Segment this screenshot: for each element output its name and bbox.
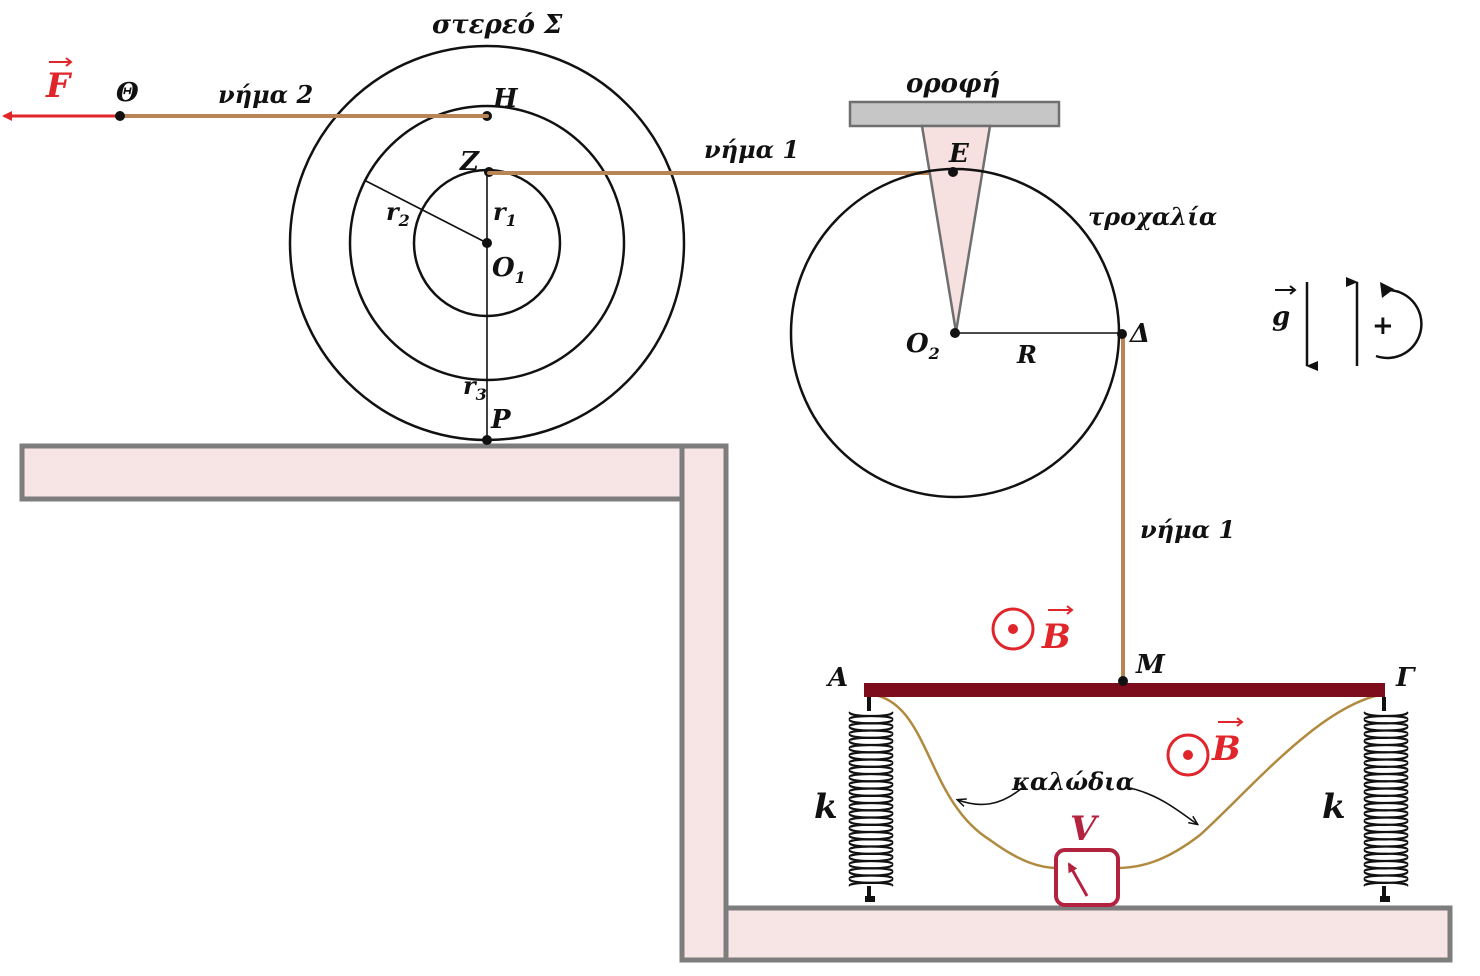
point-theta-dot xyxy=(115,111,125,121)
floor xyxy=(723,905,1453,963)
voltmeter xyxy=(1054,848,1120,907)
label-z: Ζ xyxy=(459,147,480,177)
label-gamma: Γ xyxy=(1395,663,1416,693)
label-plus: + xyxy=(1372,311,1394,341)
table-structure xyxy=(19,443,1453,963)
rod-a-gamma xyxy=(864,683,1385,697)
center-o2-dot xyxy=(950,328,960,338)
positive-rotation-arrowhead xyxy=(1380,282,1394,298)
label-e: Ε xyxy=(948,139,970,169)
point-delta-dot xyxy=(1117,329,1127,339)
right-spring-coils xyxy=(1363,710,1409,888)
label-voltmeter: V xyxy=(1070,809,1100,849)
label-o2: O2 xyxy=(906,329,940,363)
label-force-f: F xyxy=(45,66,73,106)
label-a: Α xyxy=(825,663,848,693)
ceiling xyxy=(848,100,1061,128)
label-theta: Θ xyxy=(116,78,139,108)
wire-left xyxy=(868,692,1059,870)
label-string-1-side: νήμα 1 xyxy=(1140,515,1235,544)
positive-rotation-arrow xyxy=(1375,288,1423,360)
label-k-right: k xyxy=(1322,787,1346,827)
label-r1: r1 xyxy=(493,197,517,230)
label-p: Ρ xyxy=(490,405,512,435)
upper-shelf xyxy=(19,443,685,502)
label-ceiling: οροφή xyxy=(906,69,1000,99)
pulley xyxy=(789,167,1127,499)
radius-r2-line xyxy=(365,180,488,244)
vertical-wall xyxy=(679,443,729,963)
label-h: Η xyxy=(492,84,519,114)
label-solid-sigma: στερεό Σ xyxy=(432,10,563,40)
magnetic-field-symbol-1 xyxy=(991,607,1035,651)
label-radius-r: R xyxy=(1016,340,1037,369)
magnetic-field-symbol-2 xyxy=(1166,733,1210,777)
voltmeter-needle xyxy=(1067,862,1089,897)
label-delta: Δ xyxy=(1128,319,1150,349)
label-b-1: B xyxy=(1041,617,1071,657)
label-k-left: k xyxy=(814,787,838,827)
point-p-dot xyxy=(482,435,492,445)
label-string-1-top: νήμα 1 xyxy=(704,135,799,164)
label-b-2: B xyxy=(1211,729,1241,769)
point-m-dot xyxy=(1118,676,1128,686)
right-spring xyxy=(1363,697,1409,902)
voltmeter-box xyxy=(1054,848,1120,907)
wire-right xyxy=(1115,692,1385,870)
label-m: M xyxy=(1135,650,1166,680)
left-spring-coils xyxy=(848,710,894,888)
label-string-2: νήμα 2 xyxy=(218,80,313,109)
label-r2: r2 xyxy=(386,197,410,230)
label-pulley: τροχαλία xyxy=(1088,202,1217,231)
wire-arrow-left xyxy=(958,787,1023,804)
left-spring xyxy=(848,697,894,902)
center-o1-dot xyxy=(482,238,492,248)
point-e-dot xyxy=(948,167,958,177)
label-r3: r3 xyxy=(463,371,487,404)
solid-sigma xyxy=(288,44,686,445)
label-gravity: g xyxy=(1272,302,1290,332)
label-wires: καλώδια xyxy=(1011,767,1134,796)
pulley-support xyxy=(920,124,992,333)
label-o1: O1 xyxy=(492,253,526,287)
vector-arrows xyxy=(49,57,1297,727)
wire-arrow-right xyxy=(1129,787,1197,824)
direction-indicators xyxy=(1305,277,1423,371)
